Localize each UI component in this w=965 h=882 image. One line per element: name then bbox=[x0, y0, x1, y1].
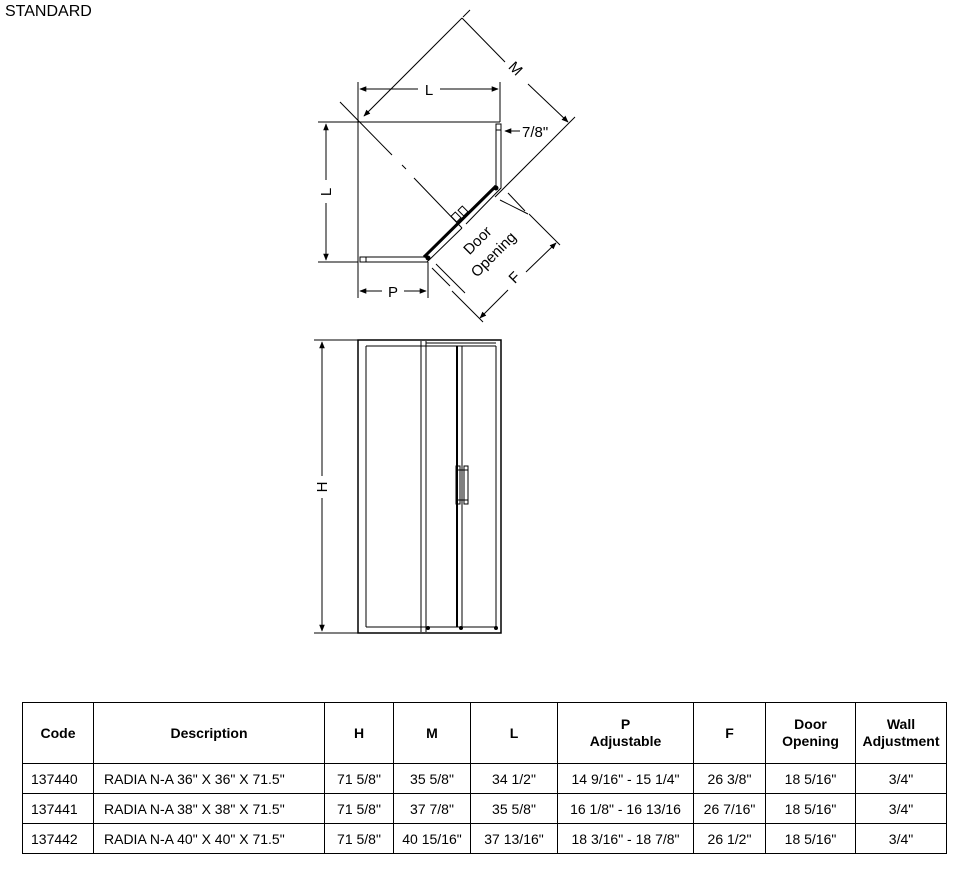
cell-f: 26 1/2" bbox=[693, 823, 766, 854]
header-m: M bbox=[393, 702, 471, 764]
header-f: F bbox=[693, 702, 766, 764]
cell-m: 37 7/8" bbox=[393, 793, 471, 824]
door-handle bbox=[455, 465, 461, 505]
cell-h: 71 5/8" bbox=[324, 793, 394, 824]
panel-right bbox=[460, 130, 497, 222]
header-code: Code bbox=[22, 702, 94, 764]
cell-code: 137441 bbox=[22, 793, 94, 824]
cell-l: 35 5/8" bbox=[470, 793, 558, 824]
header-h: H bbox=[324, 702, 394, 764]
cell-h: 71 5/8" bbox=[324, 763, 394, 794]
cell-description: RADIA N-A 38" X 38" X 71.5" bbox=[93, 793, 325, 824]
label-H: H bbox=[314, 482, 331, 493]
header-description: Description bbox=[93, 702, 325, 764]
cell-p: 16 1/8" - 16 13/16 bbox=[557, 793, 694, 824]
elevation-frame bbox=[357, 339, 502, 634]
cell-p: 14 9/16" - 15 1/4" bbox=[557, 763, 694, 794]
cell-wall: 3/4" bbox=[855, 793, 947, 824]
table-row: 137441 RADIA N-A 38" X 38" X 71.5" 71 5/… bbox=[22, 793, 947, 824]
label-M: M bbox=[505, 58, 526, 79]
cell-f: 26 3/8" bbox=[693, 763, 766, 794]
cell-l: 37 13/16" bbox=[470, 823, 558, 854]
cell-door: 18 5/16" bbox=[765, 823, 856, 854]
cell-door: 18 5/16" bbox=[765, 763, 856, 794]
label-F: F bbox=[506, 269, 525, 288]
label-L-top: L bbox=[425, 82, 433, 99]
cell-h: 71 5/8" bbox=[324, 823, 394, 854]
label-L-left: L bbox=[318, 188, 335, 196]
cell-p: 18 3/16" - 18 7/8" bbox=[557, 823, 694, 854]
cell-description: RADIA N-A 40" X 40" X 71.5" bbox=[93, 823, 325, 854]
plan-view bbox=[318, 0, 576, 323]
dim-M bbox=[362, 0, 500, 118]
heading-standard: STANDARD bbox=[5, 3, 92, 20]
cell-wall: 3/4" bbox=[855, 763, 947, 794]
header-l: L bbox=[470, 702, 558, 764]
cell-l: 34 1/2" bbox=[470, 763, 558, 794]
label-seven-eighths: 7/8" bbox=[522, 124, 548, 141]
cell-code: 137440 bbox=[22, 763, 94, 794]
cell-wall: 3/4" bbox=[855, 823, 947, 854]
plan-diagonal-line bbox=[339, 101, 393, 156]
dim-F bbox=[525, 242, 557, 273]
cell-door: 18 5/16" bbox=[765, 793, 856, 824]
table-row: 137442 RADIA N-A 40" X 40" X 71.5" 71 5/… bbox=[22, 823, 947, 854]
cell-description: RADIA N-A 36" X 36" X 71.5" bbox=[93, 763, 325, 794]
cell-code: 137442 bbox=[22, 823, 94, 854]
table-row: 137440 RADIA N-A 36" X 36" X 71.5" 71 5/… bbox=[22, 763, 947, 794]
elevation-view bbox=[314, 339, 502, 634]
cell-m: 35 5/8" bbox=[393, 763, 471, 794]
panel-bottom bbox=[366, 223, 459, 258]
cell-f: 26 7/16" bbox=[693, 793, 766, 824]
label-P: P bbox=[388, 284, 398, 301]
cell-m: 40 15/16" bbox=[393, 823, 471, 854]
technical-drawing: L L M 7/8" P F Door Opening bbox=[314, 0, 576, 634]
